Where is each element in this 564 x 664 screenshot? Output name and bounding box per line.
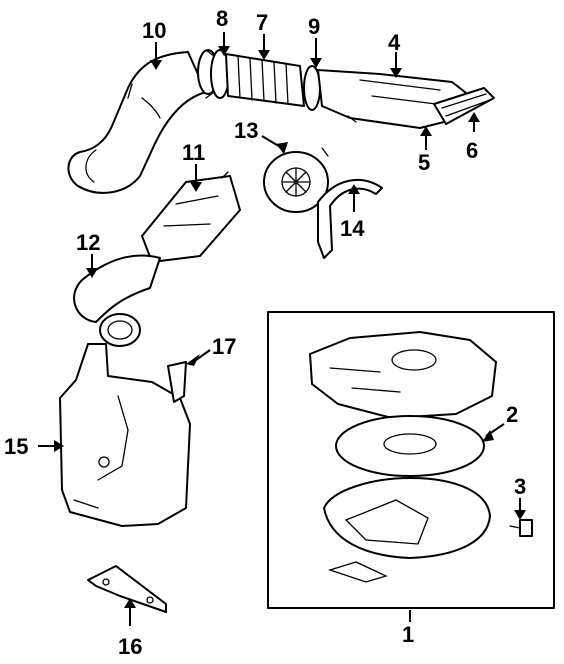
duct-part-11 xyxy=(141,171,241,263)
callout-5: 5 xyxy=(418,150,430,175)
callout-10: 10 xyxy=(142,18,166,43)
callout-2: 2 xyxy=(506,402,518,427)
callout-13: 13 xyxy=(234,118,258,143)
tab-part-17 xyxy=(167,361,187,403)
callout-16: 16 xyxy=(118,634,142,659)
callout-3: 3 xyxy=(514,474,526,499)
callout-6: 6 xyxy=(466,138,478,163)
callout-17: 17 xyxy=(212,334,236,359)
callout-8: 8 xyxy=(216,6,228,31)
filter-element-part-13 xyxy=(263,147,329,213)
seal-parts-5-6 xyxy=(433,87,495,125)
callout-9: 9 xyxy=(308,14,320,39)
leader-lines xyxy=(38,32,526,626)
callout-15: 15 xyxy=(4,434,28,459)
resonator-part-15 xyxy=(59,343,191,527)
callout-7: 7 xyxy=(256,10,268,35)
callout-14: 14 xyxy=(340,216,365,241)
mount-bracket-part-16 xyxy=(87,565,167,613)
air-cleaner-lid-part-2 xyxy=(309,331,497,419)
hose-part-12 xyxy=(73,254,161,347)
housing-base xyxy=(323,477,491,583)
callout-1: 1 xyxy=(402,622,414,647)
callout-12: 12 xyxy=(76,230,100,255)
callout-11: 11 xyxy=(182,140,205,165)
callout-4: 4 xyxy=(388,30,401,55)
fitting-part-3 xyxy=(509,519,533,537)
filter-ring xyxy=(335,415,485,477)
bellows-hose-part-7 xyxy=(225,53,305,107)
bracket-part-14 xyxy=(317,179,383,259)
